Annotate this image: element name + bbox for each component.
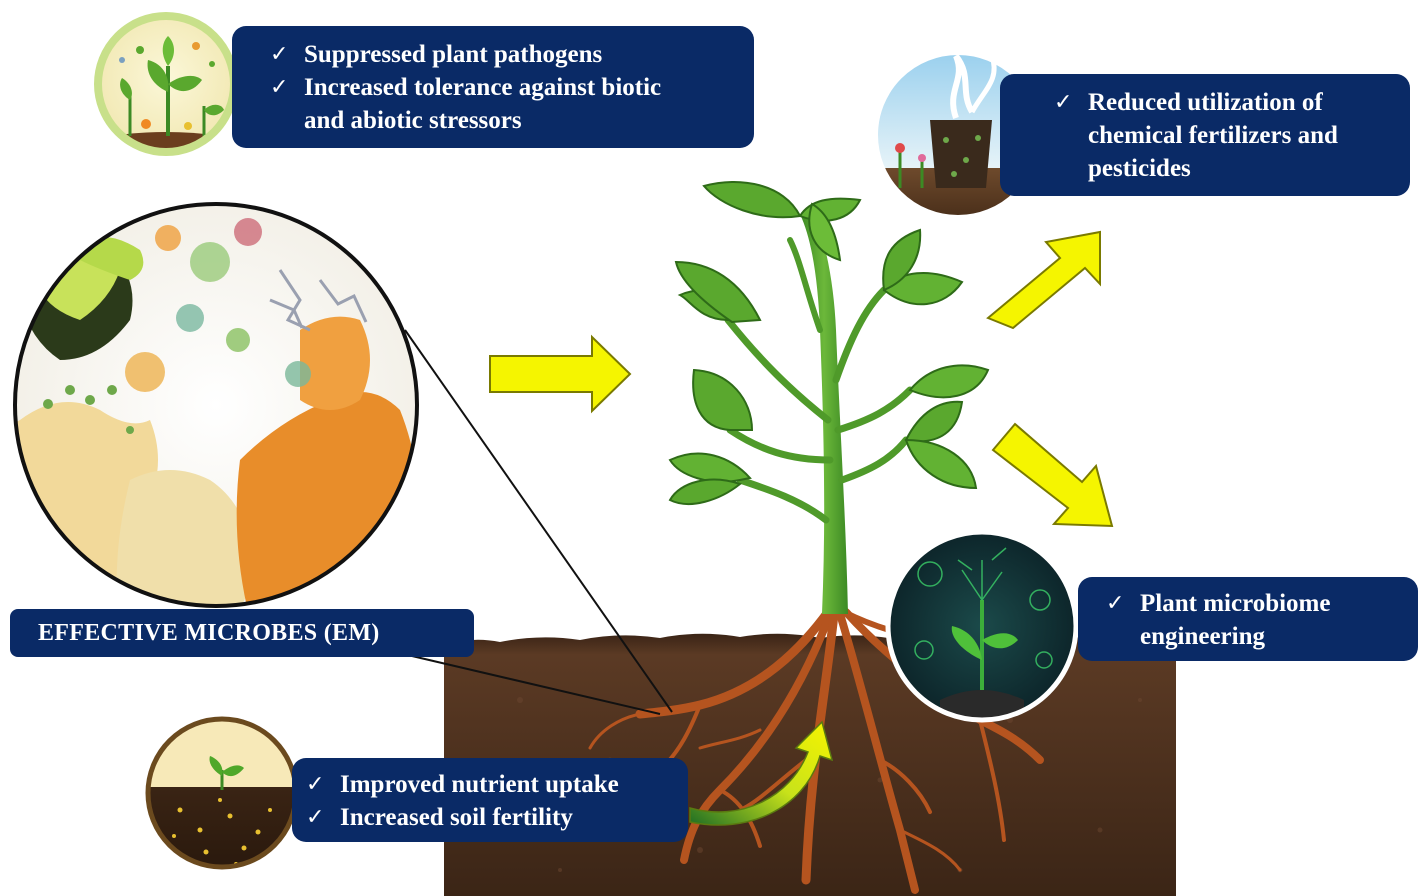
arrow-curved [689, 720, 834, 826]
callout-fertilizers-item: ✓Reduced utilization of [1054, 86, 1390, 119]
callout-nutrients: ✓Improved nutrient uptake ✓Increased soi… [292, 758, 688, 842]
checkmark-icon: ✓ [270, 75, 289, 100]
checkmark-icon: ✓ [306, 805, 325, 830]
garden-icon [94, 12, 238, 156]
callout-fertilizers: ✓Reduced utilization of chemical fertili… [1000, 74, 1410, 196]
callout-pathogens-item-continued: and abiotic stressors [304, 107, 522, 134]
checkmark-icon: ✓ [1106, 591, 1125, 616]
zoom-lines [404, 329, 673, 715]
callout-pathogens: ✓Suppressed plant pathogens ✓Increased t… [232, 26, 754, 148]
callout-microbiome-item-continued: engineering [1140, 623, 1265, 650]
callout-microbiome-item: ✓Plant microbiome [1106, 587, 1398, 620]
arrow-down-right [991, 422, 1114, 528]
arrow-up-right [986, 230, 1101, 330]
seedling-soil-icon [145, 716, 299, 870]
checkmark-icon: ✓ [306, 772, 325, 797]
arrow-right [489, 334, 632, 414]
callout-pathogens-item: ✓Increased tolerance against biotic [270, 71, 734, 104]
callout-pathogens-item: ✓Suppressed plant pathogens [270, 38, 734, 71]
checkmark-icon: ✓ [270, 42, 289, 67]
plant-stem [724, 210, 914, 614]
callout-fertilizers-item-continued: pesticides [1088, 155, 1191, 182]
effective-microbes-label: EFFECTIVE MICROBES (EM) [10, 609, 474, 657]
microbiome-icon [885, 529, 1079, 723]
callout-microbiome: ✓Plant microbiome engineering [1078, 577, 1418, 661]
checkmark-icon: ✓ [1054, 90, 1073, 115]
callout-nutrients-item: ✓Increased soil fertility [306, 801, 668, 834]
plant-leaves [668, 180, 990, 505]
callout-fertilizers-item-continued: chemical fertilizers and [1088, 122, 1338, 149]
callout-nutrients-item: ✓Improved nutrient uptake [306, 768, 668, 801]
microbe-closeup [13, 202, 419, 608]
